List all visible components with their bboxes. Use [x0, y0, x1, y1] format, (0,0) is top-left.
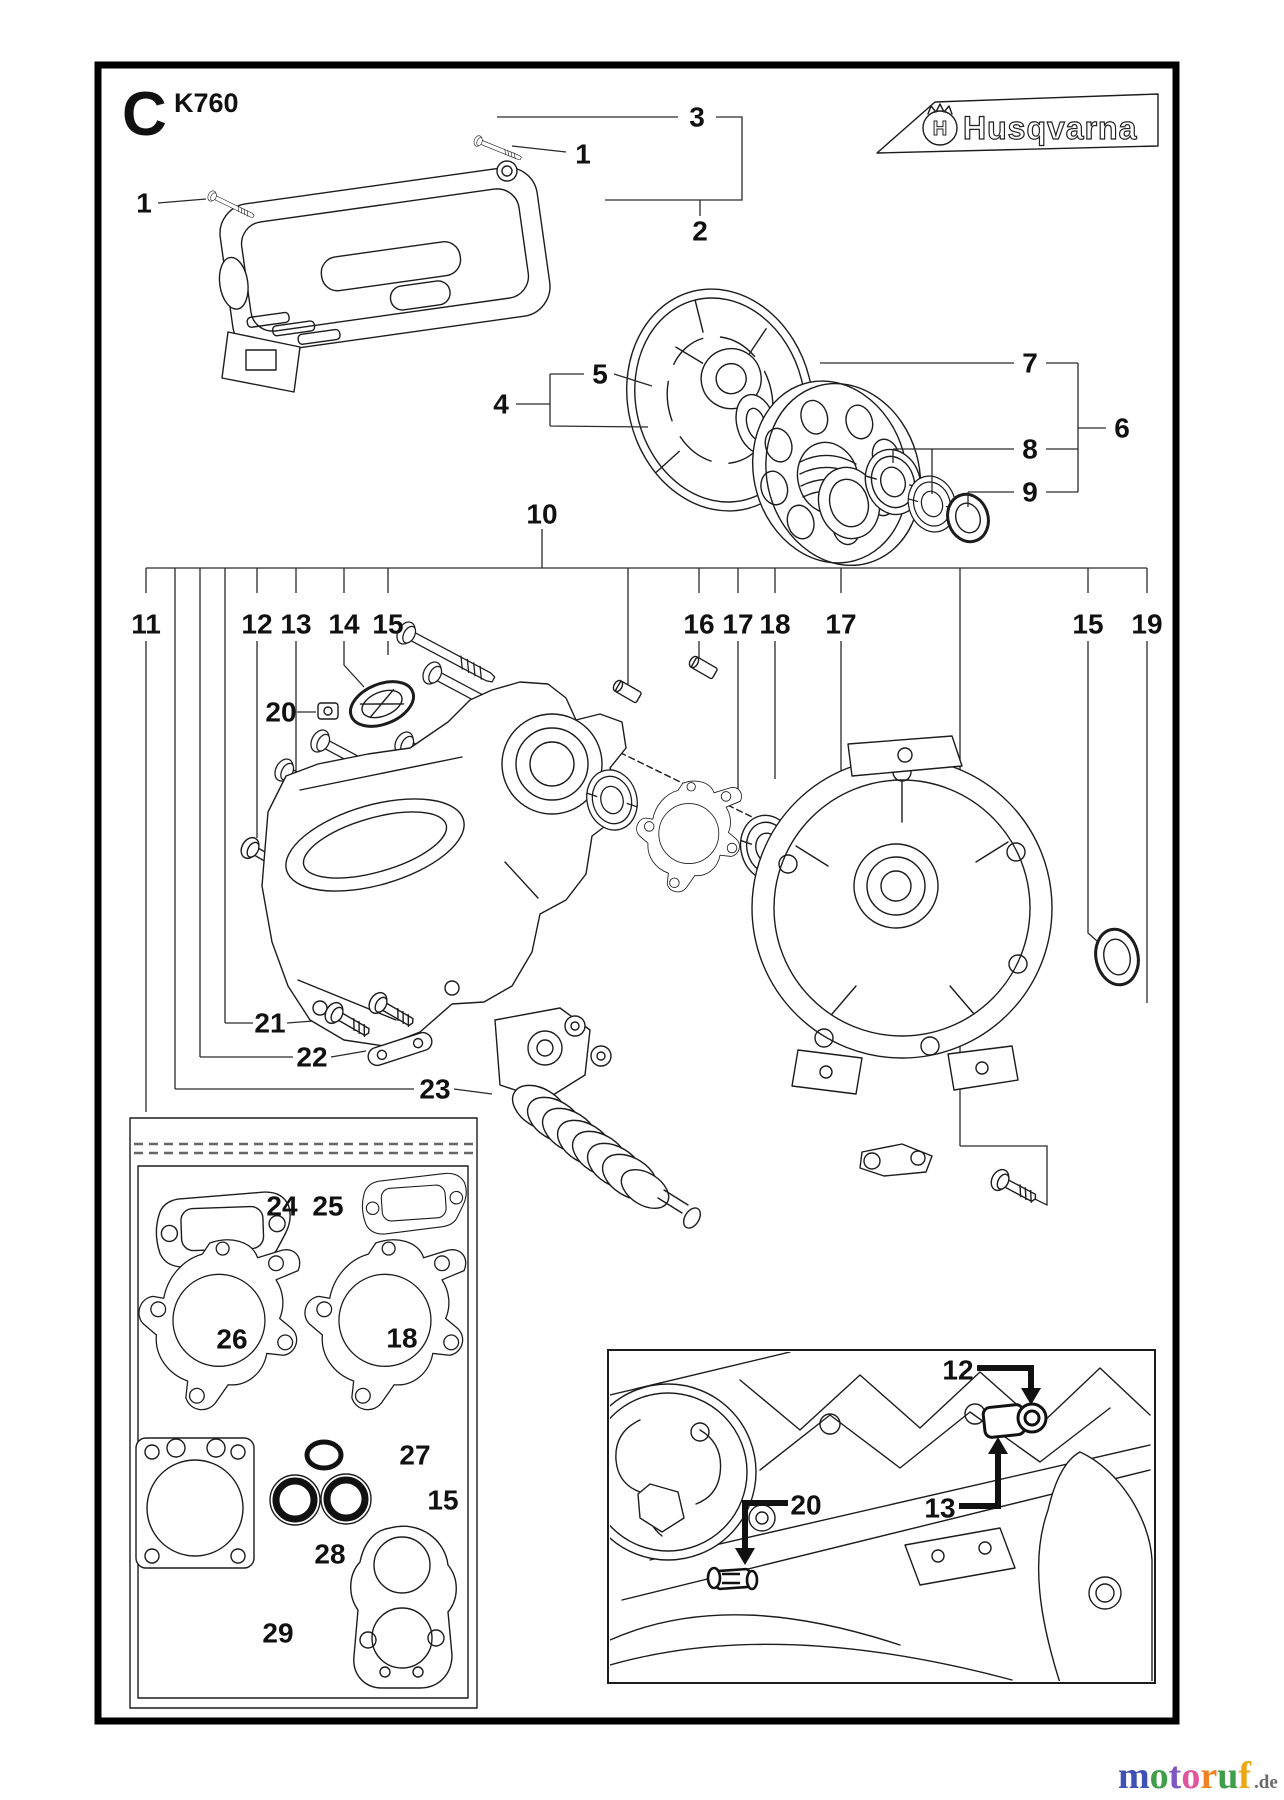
inset-clutch-disc-art — [610, 1383, 757, 1561]
callout-27: 27 — [399, 1440, 430, 1471]
linkage-art — [859, 1143, 933, 1177]
callout-29: 29 — [262, 1618, 293, 1649]
callout-4: 4 — [493, 389, 509, 420]
callout-16: 16 — [683, 609, 714, 640]
callout-10: 10 — [526, 499, 557, 530]
callout-20: 20 — [790, 1490, 821, 1521]
clutch-cover-art — [218, 160, 551, 393]
plug-screw-art — [987, 1165, 1042, 1210]
inset-cylinder-base-art — [1037, 1451, 1153, 1681]
o-ring-art — [304, 1439, 344, 1471]
callout-15: 15 — [427, 1485, 458, 1516]
clip-nut-art — [317, 702, 339, 720]
inset-fitting-art — [706, 1566, 759, 1591]
watermark: motoruf .de — [1118, 1755, 1278, 1797]
inset-arrows — [735, 1365, 1041, 1565]
guide-plate-art — [367, 1031, 433, 1067]
callout-18: 18 — [759, 609, 790, 640]
callout-1: 1 — [575, 139, 591, 170]
seal-ring-art — [946, 492, 990, 544]
crankcase-half-flywheel-side-art — [751, 735, 1053, 1095]
crankcase-half-clutch-side-art — [261, 681, 627, 1047]
watermark-suffix: .de — [1254, 1772, 1278, 1793]
oil-seal-art — [348, 680, 416, 728]
model-label: K760 — [174, 88, 239, 118]
callout-15: 15 — [372, 609, 403, 640]
callout-13: 13 — [280, 609, 311, 640]
callout-26: 26 — [216, 1324, 247, 1355]
dowel-pin-art — [612, 655, 718, 704]
callout-17: 17 — [825, 609, 856, 640]
inset-hole-art — [748, 1504, 776, 1532]
callout-14: 14 — [328, 609, 360, 640]
callout-8: 8 — [1022, 434, 1038, 465]
callout-21: 21 — [254, 1008, 285, 1039]
seal-ring-art — [1094, 927, 1140, 987]
callout-22: 22 — [296, 1042, 327, 1073]
callout-20: 20 — [265, 697, 296, 728]
callout-7: 7 — [1022, 348, 1038, 379]
callout-28: 28 — [314, 1539, 345, 1570]
callout-18: 18 — [386, 1323, 417, 1354]
husqvarna-banner: H Husqvarna — [876, 93, 1159, 154]
section-letter: C — [122, 80, 167, 149]
callout-19: 19 — [1131, 609, 1162, 640]
callout-6: 6 — [1114, 413, 1130, 444]
callout-3: 3 — [689, 102, 705, 133]
cover-screw-art — [472, 134, 524, 164]
watermark-word: motoruf — [1118, 1755, 1252, 1797]
callout-23: 23 — [419, 1074, 450, 1105]
callout-24: 24 — [266, 1191, 298, 1222]
callout-12: 12 — [942, 1355, 973, 1386]
callout-1: 1 — [136, 188, 152, 219]
callout-11: 11 — [131, 609, 161, 640]
callout-15: 15 — [1072, 609, 1103, 640]
callout-17: 17 — [722, 609, 753, 640]
callout-2: 2 — [692, 216, 708, 247]
callout-9: 9 — [1022, 477, 1038, 508]
manifold-gasket-art — [350, 1525, 457, 1689]
page-border — [94, 61, 1180, 1725]
callout-5: 5 — [592, 359, 608, 390]
cylinder-gasket-art — [135, 1437, 255, 1569]
tensioner-art — [494, 1007, 702, 1229]
svg-text:H: H — [933, 118, 947, 140]
callout-12: 12 — [241, 609, 272, 640]
callout-13: 13 — [924, 1493, 955, 1524]
seal-pair-art — [269, 1473, 372, 1526]
brand-emblem-icon: H — [922, 103, 958, 146]
brand-text: Husqvarna — [963, 110, 1137, 146]
detail-inset — [607, 1349, 1156, 1684]
callout-25: 25 — [312, 1191, 343, 1222]
inset-grommet-art — [981, 1402, 1048, 1439]
clutch-drum-art — [751, 380, 922, 567]
crankcase-gasket-art — [636, 780, 742, 893]
